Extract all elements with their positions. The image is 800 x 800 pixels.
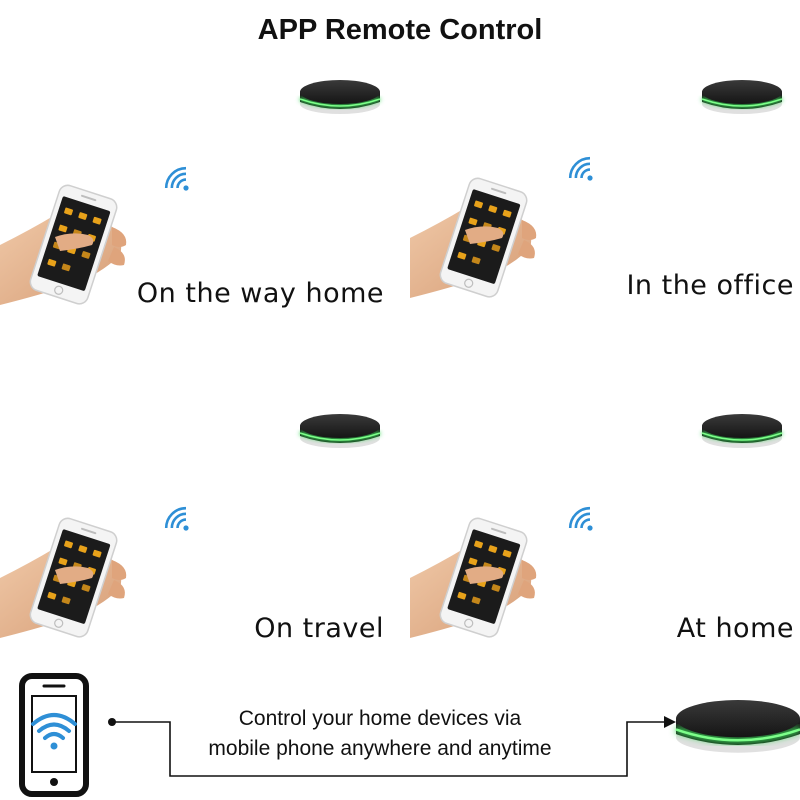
hand-holding-phone-icon <box>0 182 127 307</box>
connection-diagram <box>19 673 800 797</box>
connection-line <box>108 718 664 777</box>
hub-device-icon <box>300 414 380 448</box>
description-line-2: mobile phone anywhere and anytime <box>208 737 552 760</box>
scenario-caption: In the office <box>626 270 794 301</box>
scenario-caption: On travel <box>254 613 384 644</box>
page-title: APP Remote Control <box>257 14 543 46</box>
wifi-signal-icon <box>564 502 594 532</box>
hand-holding-phone-icon <box>409 175 537 300</box>
scenario-panel-office: In the office <box>400 60 800 390</box>
scenario-panel-way-home: On the way home <box>0 60 400 390</box>
scenario-caption: On the way home <box>136 278 384 309</box>
phone-outline-icon <box>19 673 89 797</box>
hand-holding-phone-icon <box>409 515 537 640</box>
scenario-caption: At home <box>676 613 794 644</box>
description-line-1: Control your home devices via <box>238 707 522 730</box>
arrow-head-icon <box>664 716 676 728</box>
hub-device-icon <box>702 80 782 114</box>
scenario-panel-home: At home <box>400 400 800 730</box>
hub-device-icon <box>676 700 800 753</box>
wifi-signal-icon <box>160 162 190 192</box>
hub-device-icon <box>300 80 380 114</box>
wifi-signal-icon <box>564 152 594 182</box>
hub-device-icon <box>702 414 782 448</box>
wifi-icon <box>31 713 77 750</box>
scenario-panel-travel: On travel <box>0 400 400 730</box>
hand-holding-phone-icon <box>0 515 127 640</box>
description-text: Control your home devices via mobile pho… <box>160 704 600 764</box>
wifi-signal-icon <box>160 502 190 532</box>
